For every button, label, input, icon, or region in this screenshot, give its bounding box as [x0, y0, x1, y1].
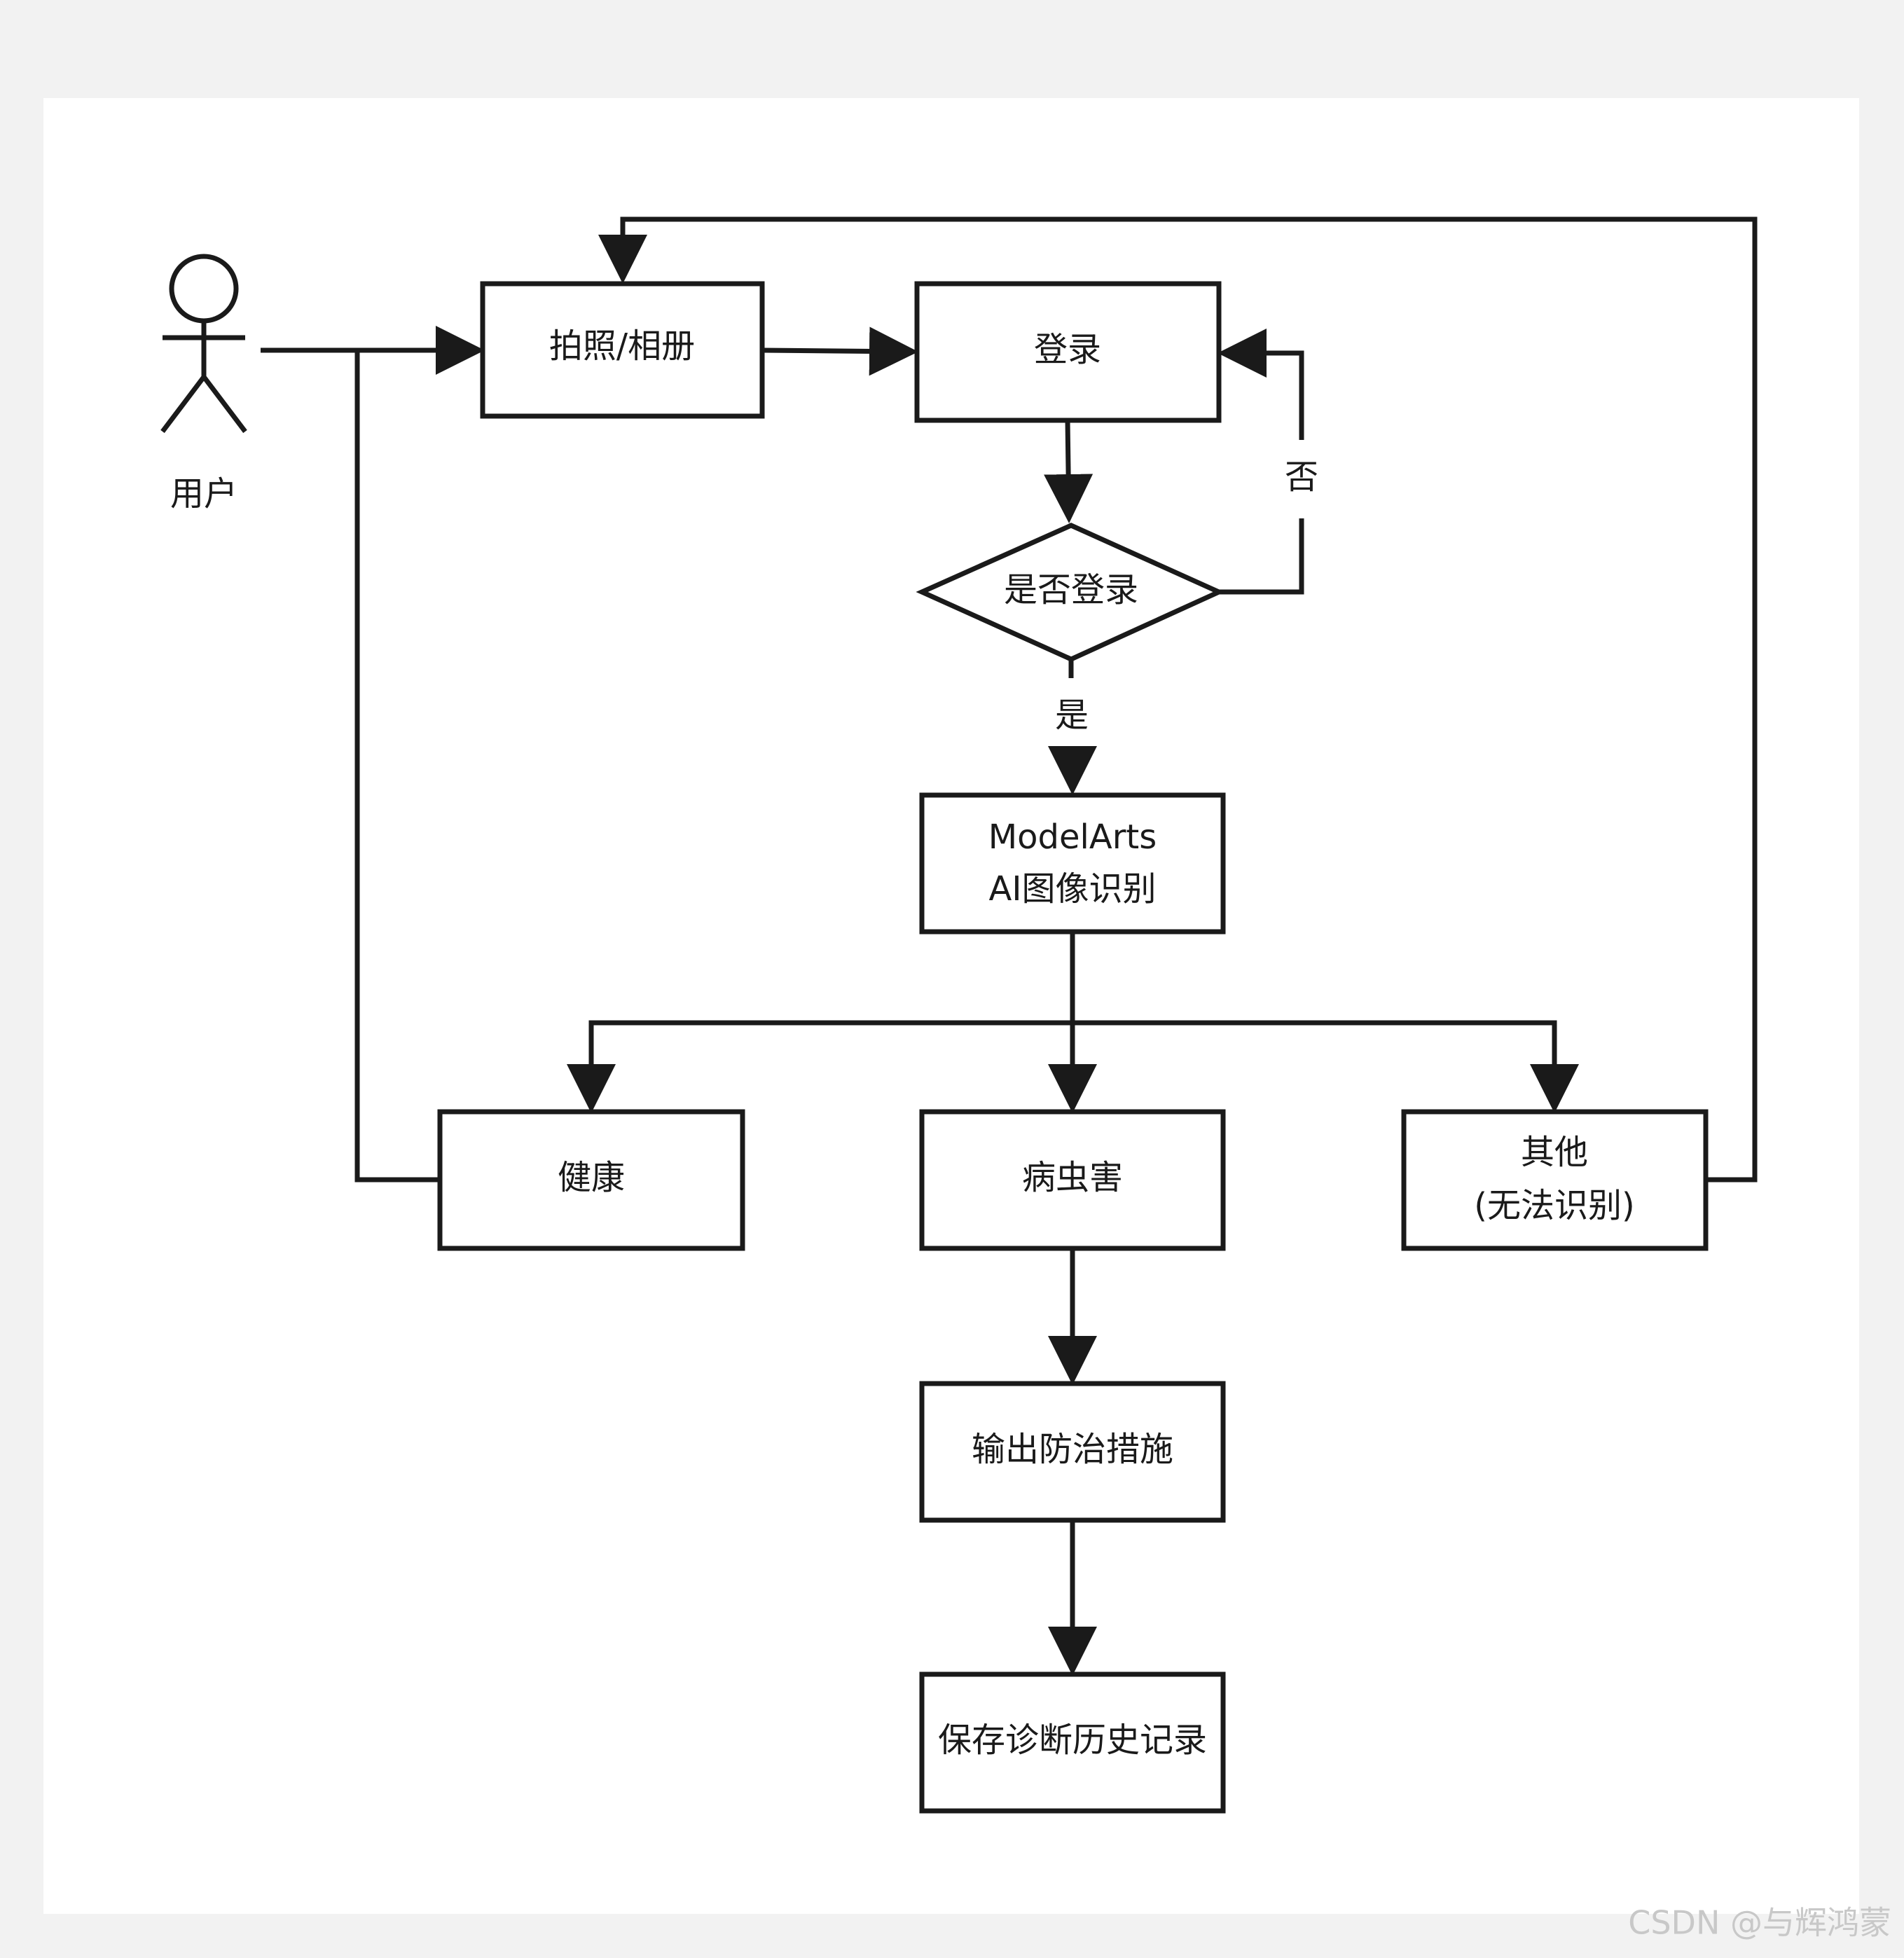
node-other-label-1: 其他: [1521, 1133, 1588, 1172]
edge-branch-healthy: [567, 1020, 1072, 1113]
node-measures-label: 输出防治措施: [972, 1430, 1173, 1469]
node-login-label: 登录: [1034, 330, 1101, 369]
actor-label: 用户: [170, 474, 237, 513]
user-actor: [160, 254, 247, 434]
node-healthy-label: 健康: [558, 1158, 625, 1197]
node-measures[interactable]: [919, 1381, 1226, 1523]
edge-login-decision: [1044, 420, 1094, 523]
node-other-label-2: (无法识别): [1474, 1186, 1634, 1225]
watermark: CSDN @与辉鸿蒙: [1628, 1904, 1891, 1942]
edge-other-loop: [598, 216, 1758, 1183]
node-capture-label: 拍照/相册: [549, 326, 695, 366]
node-recognition[interactable]: [919, 792, 1226, 935]
node-history[interactable]: [919, 1671, 1226, 1814]
node-recognition-label-2: AI图像识别: [989, 869, 1157, 909]
node-decision[interactable]: [916, 523, 1225, 662]
node-other[interactable]: [1401, 1109, 1709, 1251]
edge-decision-no: [1219, 518, 1304, 595]
edge-yes-label: 是: [1055, 696, 1089, 735]
edge-no-label: 否: [1285, 457, 1318, 497]
edge-healthy-loop: [354, 350, 440, 1183]
node-pest-label: 病虫害: [1022, 1158, 1123, 1197]
edge-no-to-login: [1217, 329, 1304, 440]
node-recognition-label-1: ModelArts: [988, 818, 1157, 857]
node-decision-label: 是否登录: [1004, 570, 1138, 609]
node-pest[interactable]: [919, 1109, 1226, 1251]
edge-branch-other: [1072, 1020, 1579, 1113]
edge-capture-login: [762, 326, 918, 376]
node-history-label: 保存诊断历史记录: [938, 1721, 1207, 1760]
node-login[interactable]: [914, 281, 1222, 423]
node-capture[interactable]: [480, 281, 765, 419]
connectors: [261, 216, 1758, 1676]
node-healthy[interactable]: [437, 1109, 745, 1251]
